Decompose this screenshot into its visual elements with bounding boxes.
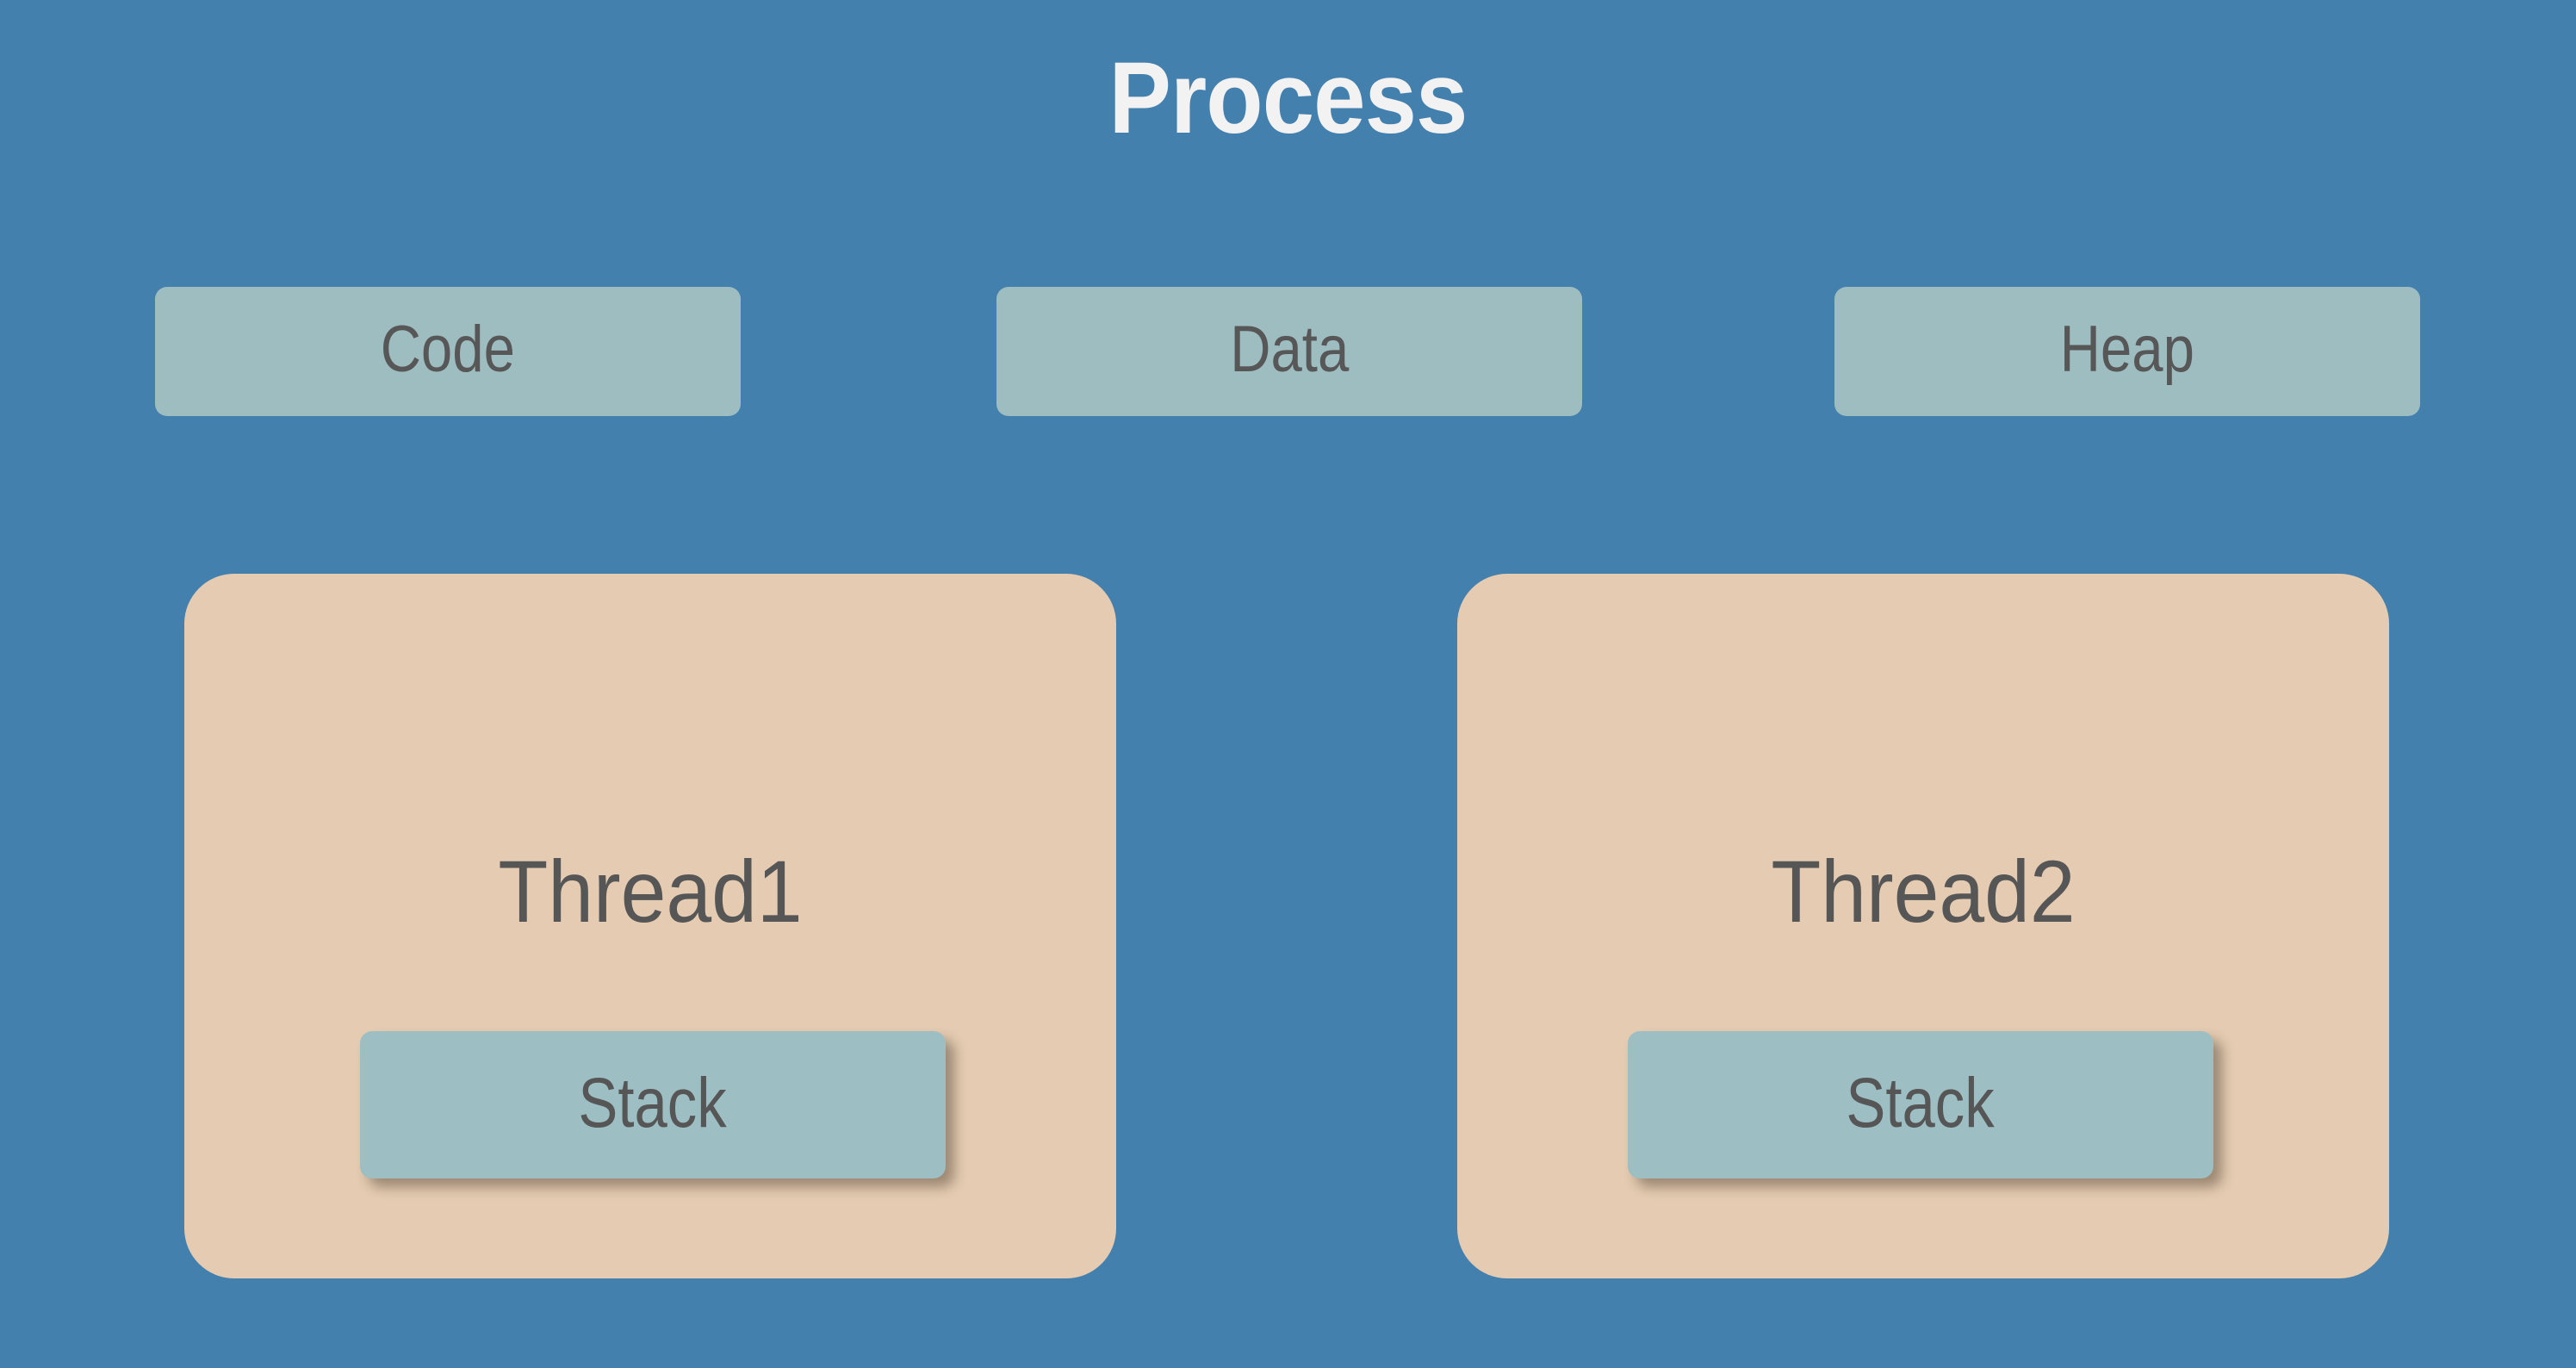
segment-label-code: Code (380, 313, 516, 386)
thread-label-thread2: Thread2 (1771, 843, 2076, 941)
segment-box-code[interactable]: Code (155, 287, 741, 416)
segment-label-heap: Heap (2059, 313, 2195, 386)
page-title: Process (1108, 41, 1468, 155)
stack-box-thread2[interactable]: Stack (1628, 1031, 2213, 1178)
thread-box-thread2[interactable]: Thread2 Stack (1457, 574, 2389, 1278)
segment-box-heap[interactable]: Heap (1834, 287, 2420, 416)
segment-label-data: Data (1229, 313, 1350, 386)
stack-label-thread1: Stack (578, 1063, 728, 1142)
memory-segment-row: Code Data Heap (0, 287, 2576, 416)
stack-label-thread2: Stack (1846, 1063, 1996, 1142)
thread-box-thread1[interactable]: Thread1 Stack (184, 574, 1116, 1278)
thread-label-thread1: Thread1 (498, 843, 803, 941)
segment-box-data[interactable]: Data (996, 287, 1582, 416)
stack-box-thread1[interactable]: Stack (360, 1031, 946, 1178)
